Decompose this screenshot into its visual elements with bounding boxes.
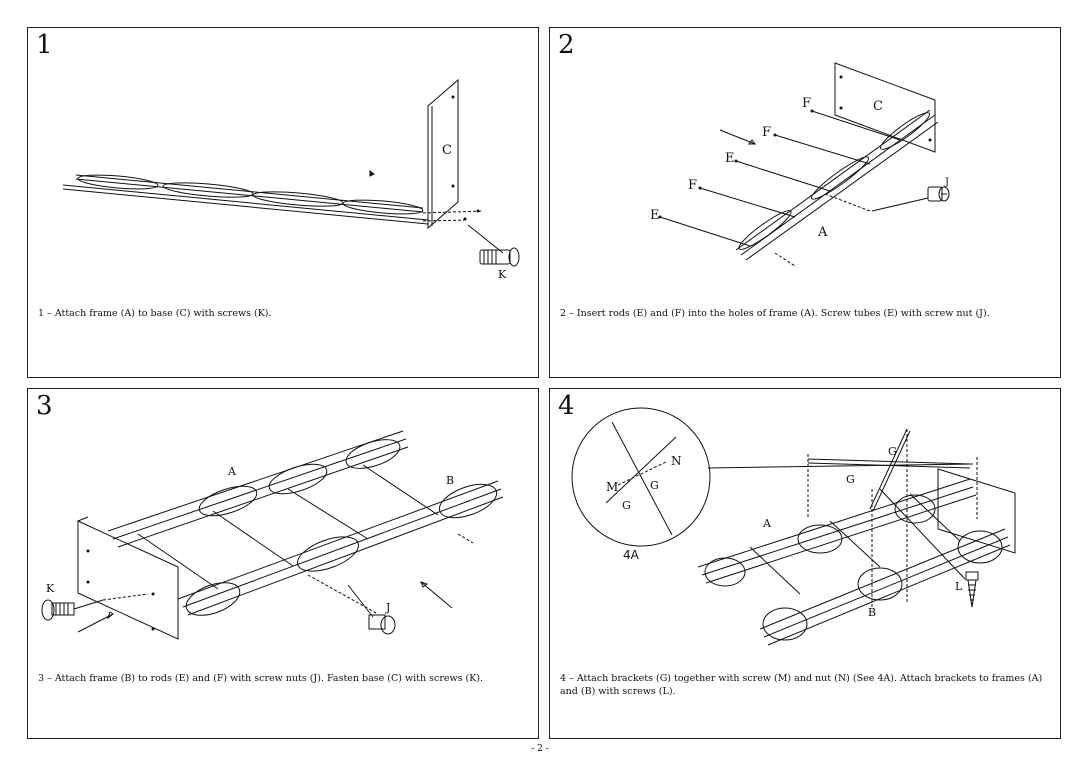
label-j: J — [944, 177, 949, 188]
detail-4a-label: 4A — [623, 548, 640, 562]
label-a: A — [762, 517, 772, 530]
label-e2: E — [650, 208, 660, 223]
step-3-illustration: A B K J — [41, 430, 504, 640]
step-number: 4 — [558, 391, 575, 421]
label-a: A — [817, 225, 828, 240]
step-caption: 4 – Attach brackets (G) together with sc… — [560, 673, 1043, 697]
label-c: C — [873, 99, 883, 114]
step-2-illustration: F C F E F E A J — [650, 62, 950, 267]
label-f3: F — [688, 178, 697, 193]
label-k: K — [46, 582, 55, 595]
label-e1: E — [725, 151, 735, 166]
label-c: C — [442, 143, 452, 158]
step-caption: 1 – Attach frame (A) to base (C) with sc… — [38, 308, 272, 319]
label-g1: G — [650, 479, 659, 492]
label-k: K — [498, 268, 507, 281]
page-number: - 2 - — [531, 744, 549, 754]
label-g3: G — [888, 445, 897, 458]
label-b: B — [868, 606, 876, 619]
step-2-panel: 2 — [549, 27, 1061, 378]
step-4-illustration: N M G G 4A G G A B L — [571, 407, 1016, 646]
step-1-illustration: C K — [62, 78, 520, 281]
label-b: B — [446, 474, 454, 487]
label-j: J — [385, 601, 390, 614]
step-number: 2 — [558, 30, 575, 60]
label-g2: G — [622, 499, 631, 512]
step-3-panel: 3 — [27, 388, 539, 739]
label-f1: F — [802, 96, 811, 111]
step-number: 3 — [36, 391, 53, 421]
step-number: 1 — [36, 30, 53, 60]
label-g4: G — [846, 473, 855, 486]
label-l: L — [955, 580, 963, 593]
label-f2: F — [762, 125, 771, 140]
label-m: M — [606, 480, 618, 494]
label-n: N — [671, 454, 682, 468]
step-caption: 2 – Insert rods (E) and (F) into the hol… — [560, 308, 990, 319]
step-caption: 3 – Attach frame (B) to rods (E) and (F)… — [38, 673, 484, 684]
label-a: A — [227, 465, 237, 478]
step-1-panel: 1 — [27, 27, 539, 378]
step-4-panel: 4 — [549, 388, 1061, 739]
